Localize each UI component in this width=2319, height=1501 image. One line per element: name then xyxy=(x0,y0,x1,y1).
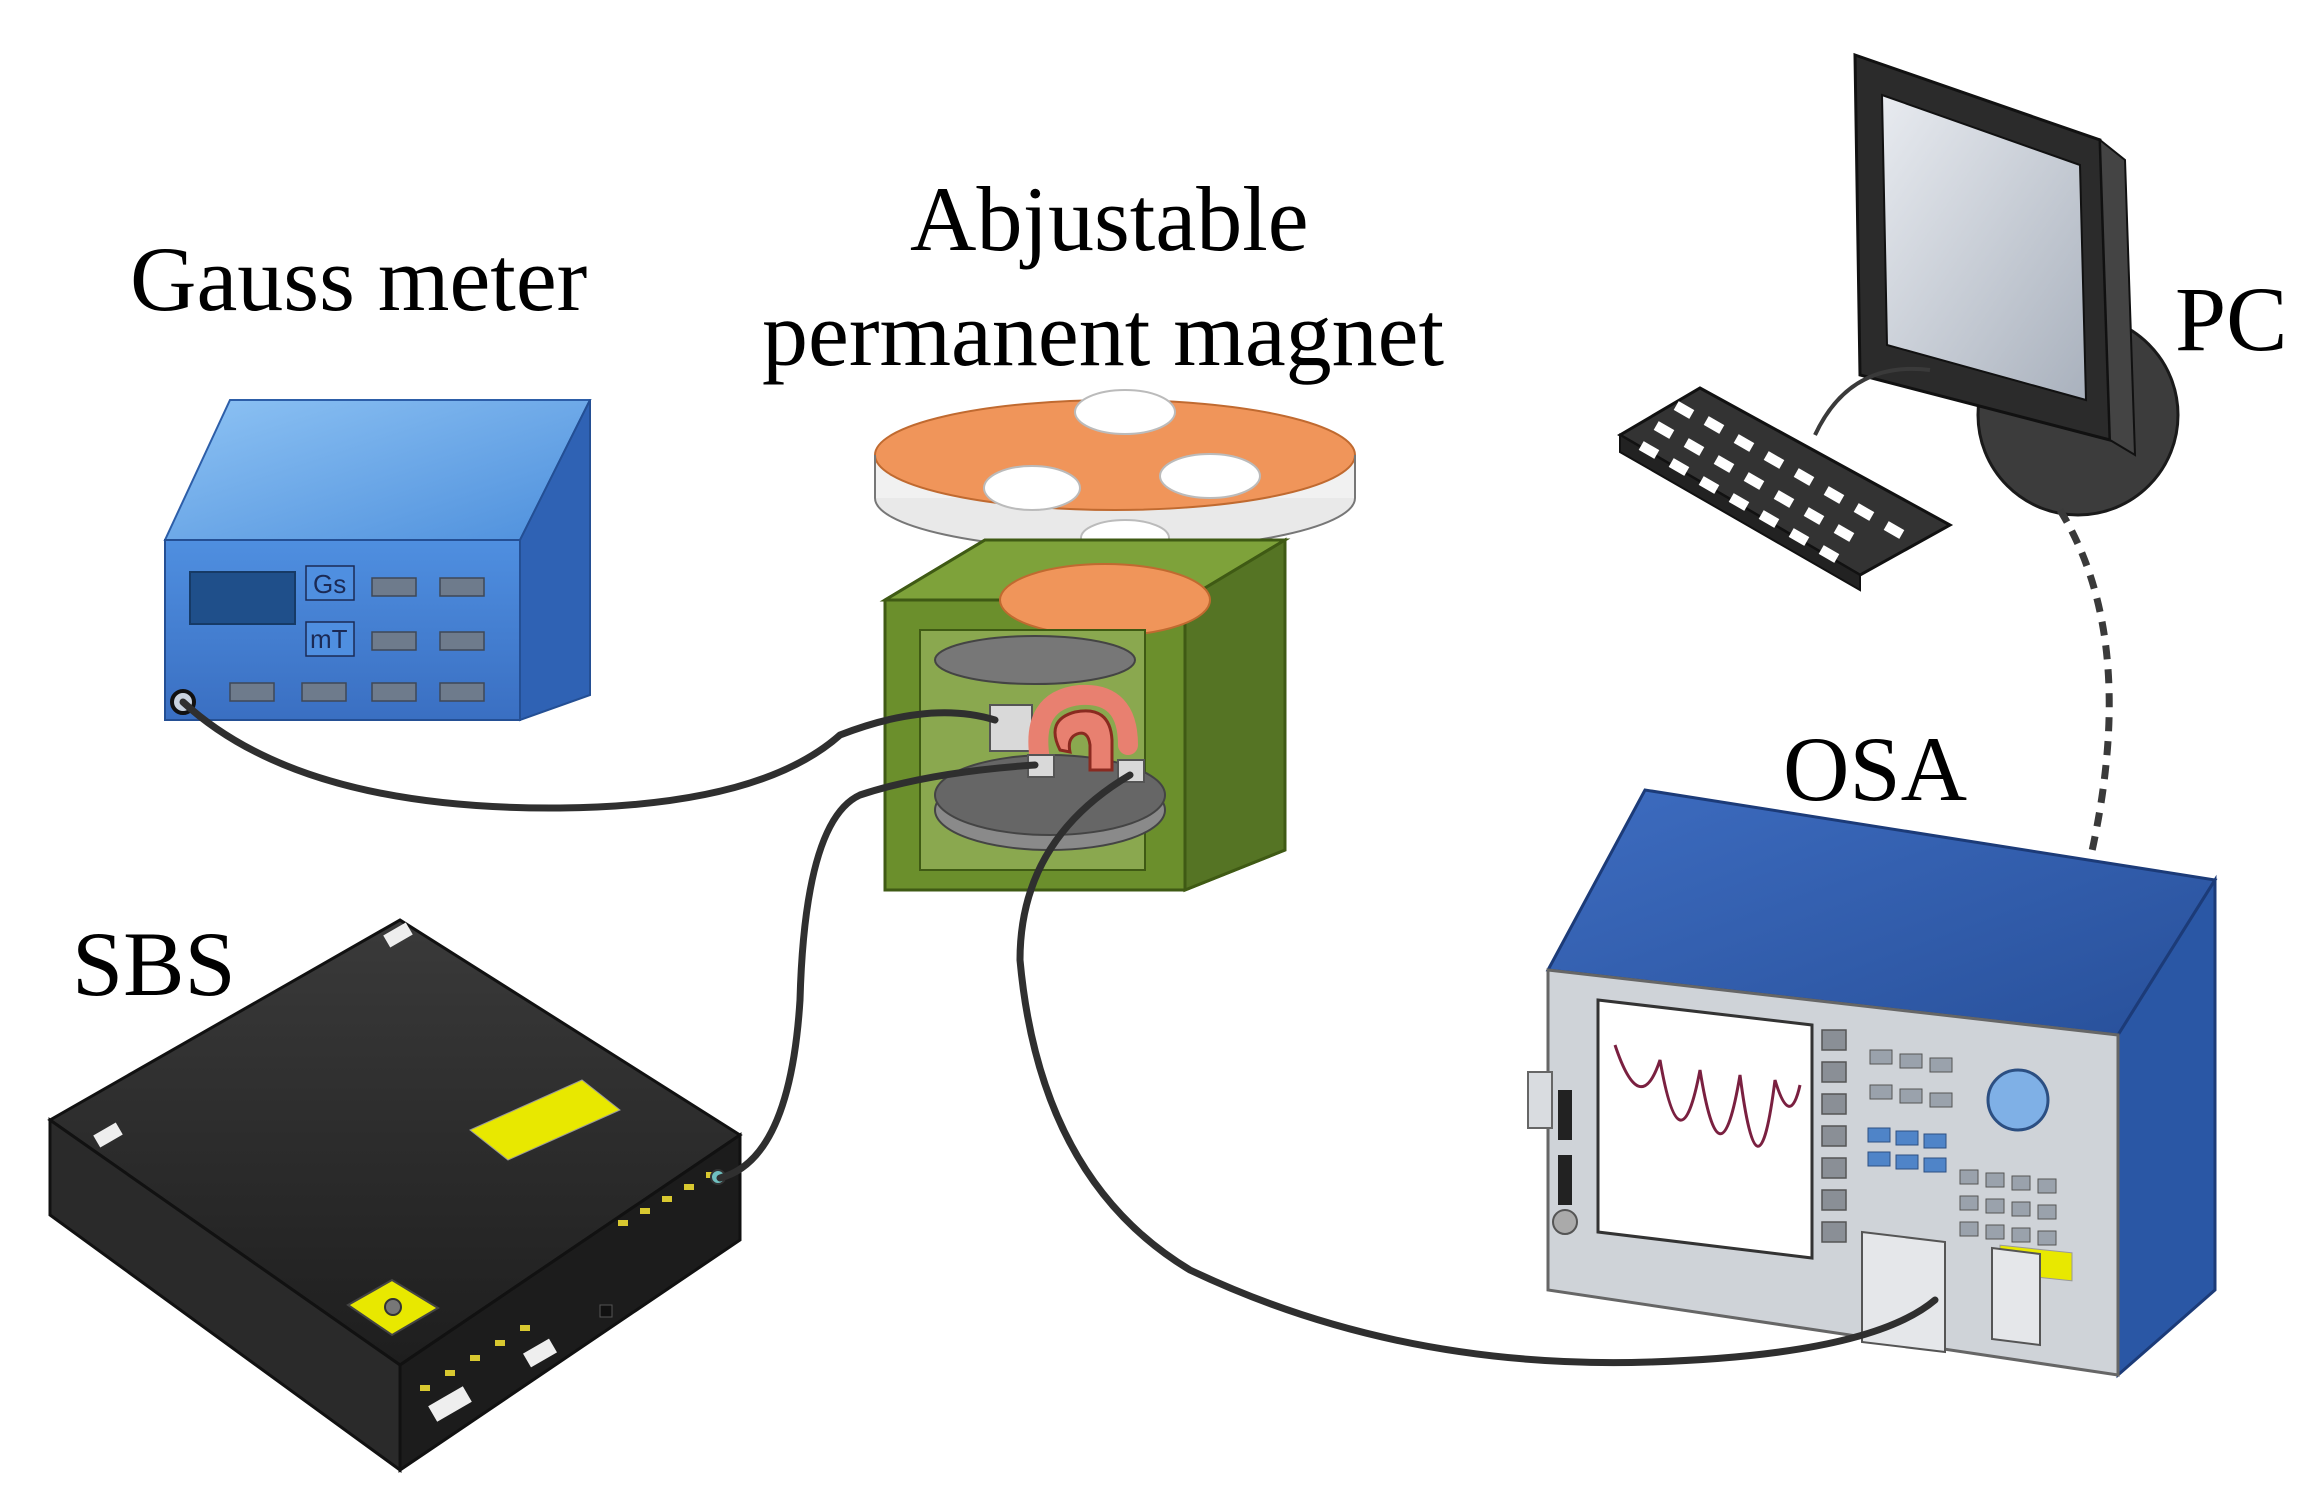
keyboard-icon xyxy=(1617,386,1954,592)
osa-knob xyxy=(1986,1068,2050,1132)
gauss-meter-gs-label: Gs xyxy=(313,569,346,599)
sbs-source-icon xyxy=(47,918,743,1473)
gauss-meter-label: Gauss meter xyxy=(130,228,587,330)
gauss-probe-cable xyxy=(179,698,999,812)
magnet-label-line2: permanent magnet xyxy=(762,283,1444,385)
sbs-label-plate xyxy=(469,1079,621,1161)
gauss-meter-mt-label: mT xyxy=(310,624,348,654)
osa-label: OSA xyxy=(1783,718,1967,820)
sbs-to-magnet-fiber xyxy=(716,761,1039,1182)
gauss-meter-display xyxy=(189,571,296,625)
gauss-meter-icon: Gs mT xyxy=(163,399,592,722)
magnet-stage-icon xyxy=(874,389,1356,893)
monitor-icon xyxy=(1853,52,2180,517)
pc-label: PC xyxy=(2175,268,2288,370)
u-magnet-icon xyxy=(1027,684,1145,783)
pc-osa-dashed-link xyxy=(2057,508,2113,861)
keyboard-cable xyxy=(1813,366,1931,436)
magnet-to-osa-fiber xyxy=(1016,771,1939,1367)
sbs-label: SBS xyxy=(72,913,236,1015)
magnet-label-line1: Abjustable xyxy=(910,168,1309,270)
osa-instrument-icon xyxy=(1527,788,2218,1379)
